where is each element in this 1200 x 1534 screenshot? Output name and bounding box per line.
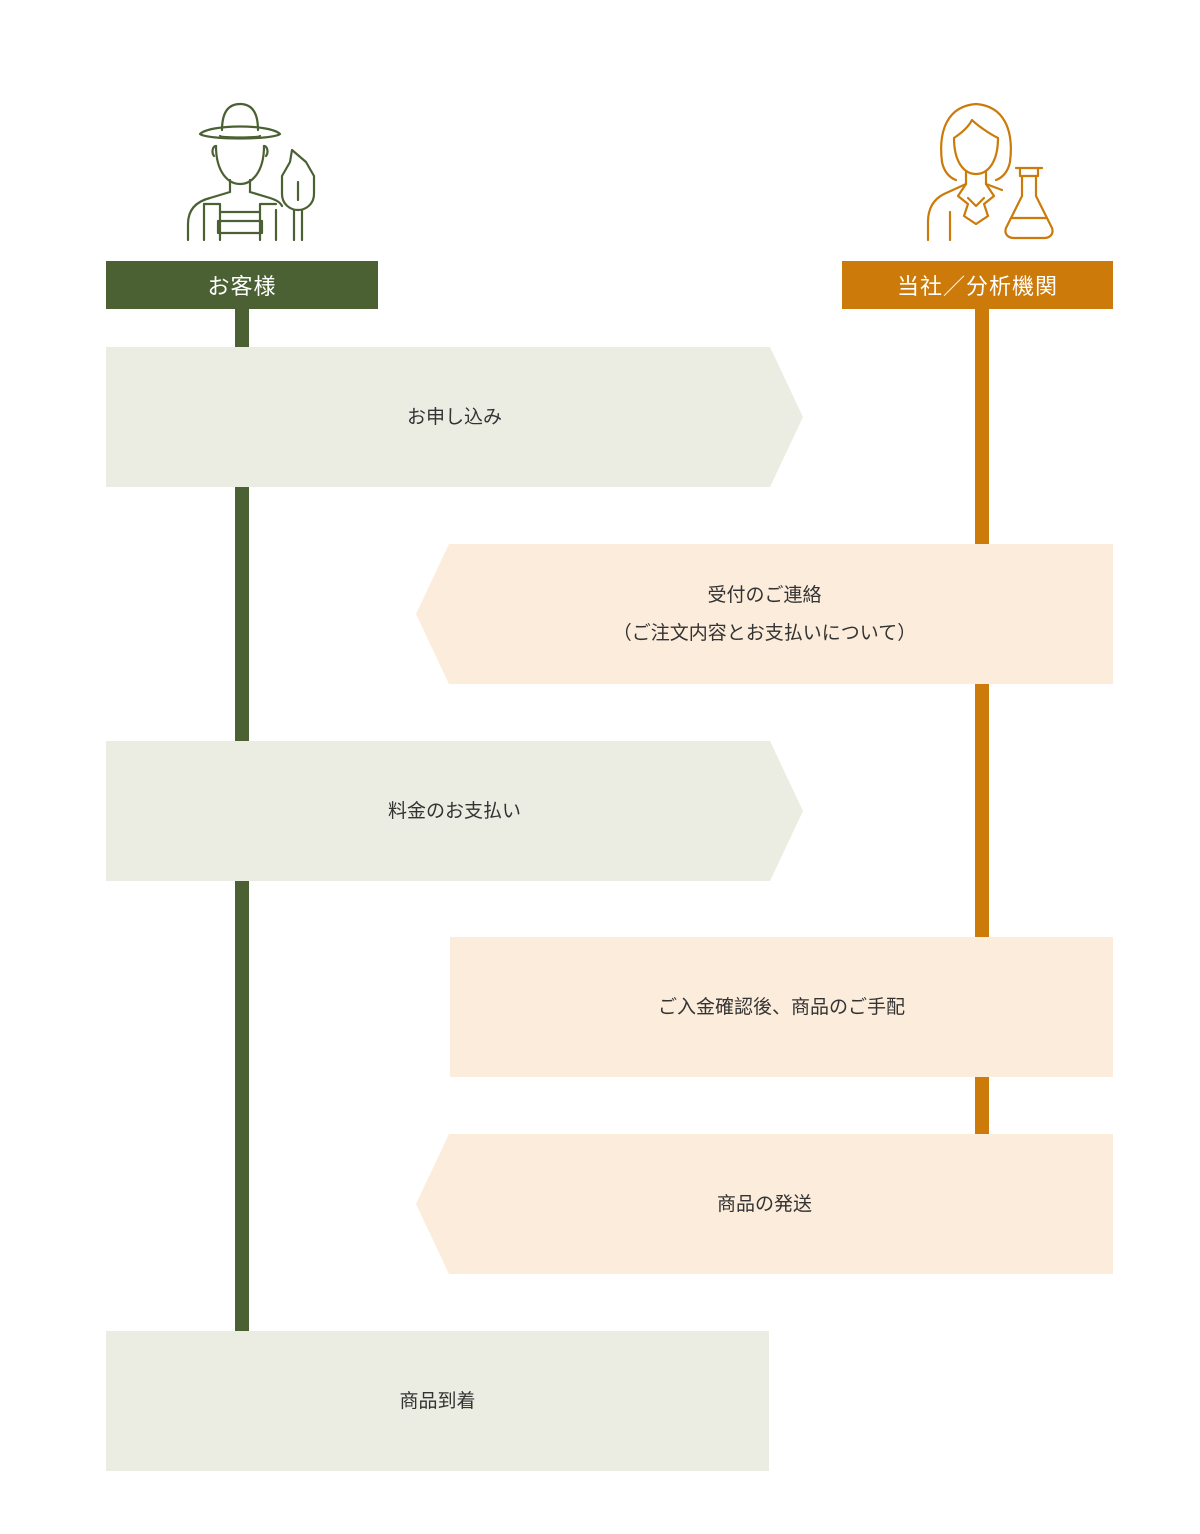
step-arrival: 商品到着 [106, 1331, 769, 1471]
step-text-line: ご入金確認後、商品のご手配 [657, 996, 905, 1018]
step-application-text: お申し込み [407, 398, 502, 436]
step-text-line: 受付のご連絡 [707, 584, 822, 606]
step-text-line: お申し込み [406, 406, 502, 428]
step-arrival-text: 商品到着 [399, 1382, 475, 1420]
step-shipment-text: 商品の発送 [717, 1185, 812, 1223]
step-text-line: 商品の発送 [716, 1193, 812, 1215]
step-acknowledgement-text: 受付のご連絡 （ご注文内容とお支払いについて） [613, 576, 916, 652]
lane-header-company: 当社／分析機関 [842, 261, 1113, 309]
lane-header-customer-label: お客様 [207, 275, 277, 300]
step-arrangement: ご入金確認後、商品のご手配 [450, 937, 1113, 1077]
step-payment-text: 料金のお支払い [388, 792, 521, 830]
step-arrangement-text: ご入金確認後、商品のご手配 [658, 988, 905, 1026]
step-text-line: （ご注文内容とお支払いについて） [612, 622, 917, 644]
step-acknowledgement: 受付のご連絡 （ご注文内容とお支払いについて） [416, 544, 1113, 684]
farmer-icon [180, 100, 320, 245]
step-payment: 料金のお支払い [106, 741, 803, 881]
step-shipment: 商品の発送 [416, 1134, 1113, 1274]
step-text-line: 商品到着 [399, 1390, 476, 1412]
lane-header-company-label: 当社／分析機関 [896, 275, 1058, 300]
lane-header-customer: お客様 [106, 261, 378, 309]
step-application: お申し込み [106, 347, 803, 487]
company-timeline [975, 309, 989, 1134]
scientist-icon [920, 100, 1065, 245]
step-text-line: 料金のお支払い [387, 800, 521, 822]
